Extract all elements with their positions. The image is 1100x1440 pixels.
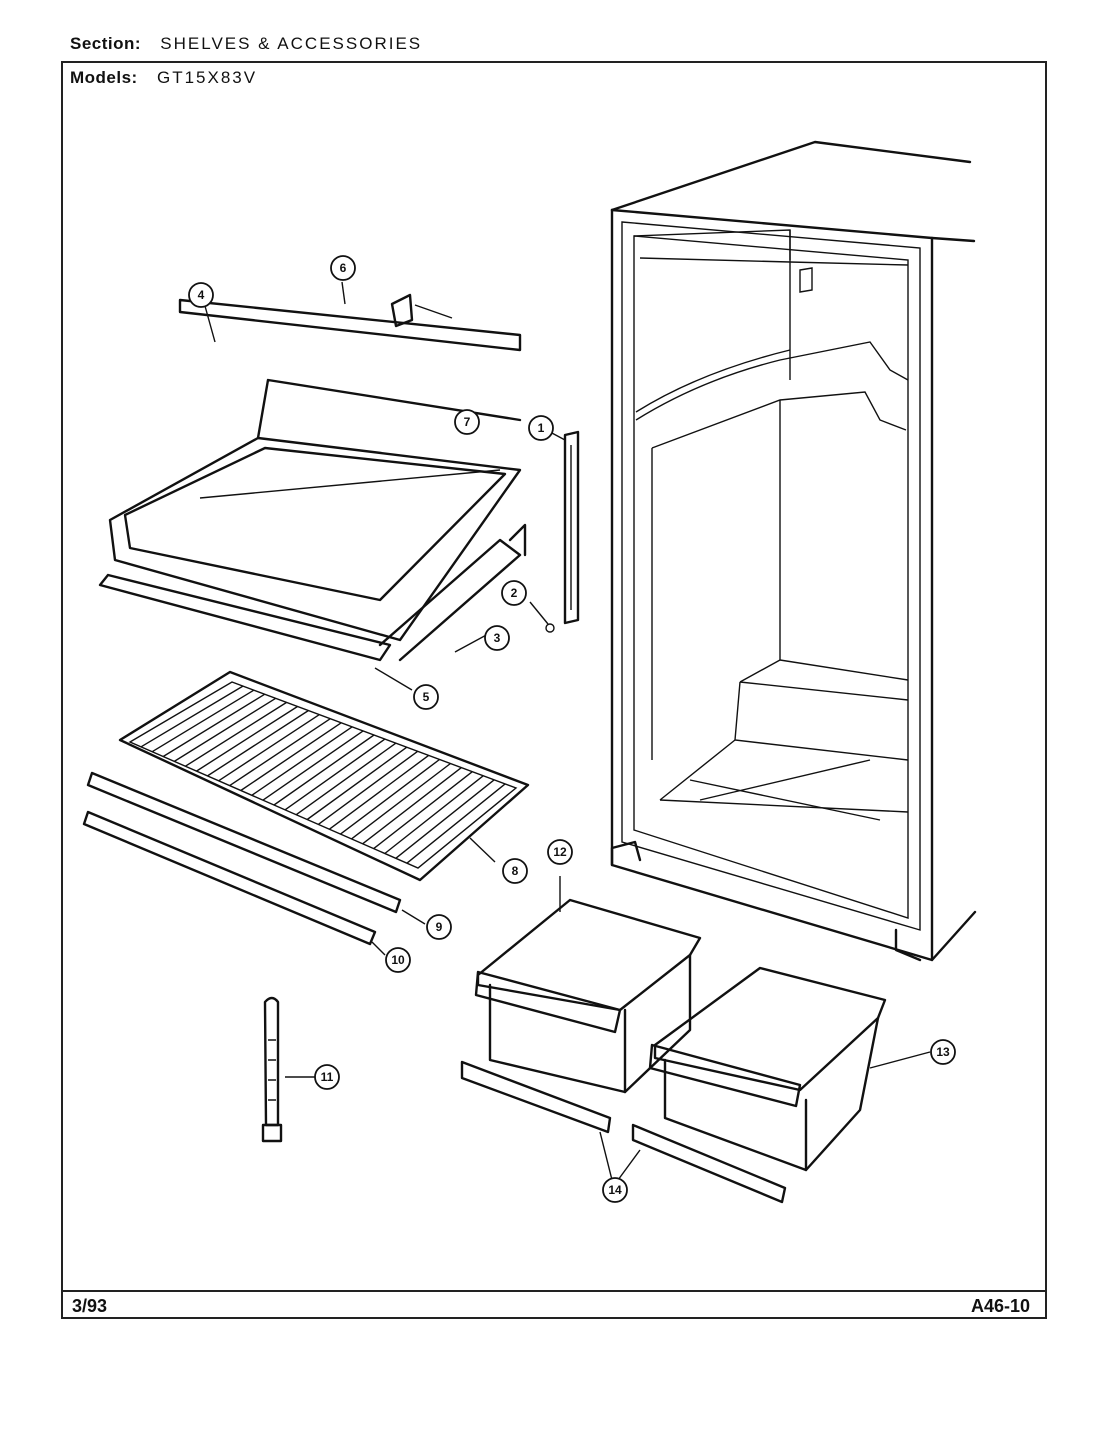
section-title: SHELVES & ACCESSORIES bbox=[160, 34, 423, 53]
wire-shelf bbox=[118, 670, 530, 882]
svg-text:1: 1 bbox=[538, 421, 545, 435]
crisper-pan-upper bbox=[474, 876, 702, 1094]
shelf-trim-strips bbox=[82, 771, 426, 956]
callout-9: 9 bbox=[426, 914, 452, 940]
screw bbox=[529, 601, 555, 633]
svg-text:5: 5 bbox=[423, 690, 430, 704]
diagram-frame bbox=[61, 61, 1047, 1319]
page-code: A46-10 bbox=[970, 1296, 1030, 1316]
callout-3: 3 bbox=[484, 625, 510, 651]
svg-text:12: 12 bbox=[553, 845, 567, 859]
svg-text:11: 11 bbox=[321, 1070, 334, 1084]
footer-divider bbox=[61, 1290, 1047, 1292]
glass-shelf-assembly bbox=[98, 281, 527, 691]
shelf-support-rail bbox=[549, 430, 580, 625]
callout-13: 13 bbox=[930, 1039, 956, 1065]
refrigerator-cabinet bbox=[610, 140, 977, 962]
svg-text:9: 9 bbox=[436, 920, 443, 934]
svg-text:4: 4 bbox=[198, 288, 205, 302]
callout-8: 8 bbox=[502, 858, 528, 884]
callout-2: 2 bbox=[501, 580, 527, 606]
svg-text:6: 6 bbox=[340, 261, 347, 275]
callout-7: 7 bbox=[454, 409, 480, 435]
callout-11: 11 bbox=[314, 1064, 340, 1090]
callout-6: 6 bbox=[330, 255, 356, 281]
callout-12: 12 bbox=[547, 839, 573, 865]
callout-5: 5 bbox=[413, 684, 439, 710]
thermometer bbox=[261, 996, 315, 1143]
callout-1: 1 bbox=[528, 415, 554, 441]
callout-14: 14 bbox=[602, 1177, 628, 1203]
models-header: Models: GT15X83V bbox=[70, 68, 257, 88]
svg-text:2: 2 bbox=[511, 586, 518, 600]
revision-date: 3/93 bbox=[72, 1296, 108, 1316]
models-label: Models: bbox=[70, 68, 138, 87]
section-label: Section: bbox=[70, 34, 142, 53]
model-number: GT15X83V bbox=[156, 68, 258, 87]
svg-text:14: 14 bbox=[608, 1183, 622, 1197]
callout-10: 10 bbox=[385, 947, 411, 973]
svg-text:8: 8 bbox=[512, 864, 519, 878]
svg-text:3: 3 bbox=[494, 631, 501, 645]
svg-text:13: 13 bbox=[936, 1045, 950, 1059]
svg-text:7: 7 bbox=[464, 415, 471, 429]
svg-text:10: 10 bbox=[391, 953, 405, 967]
callout-4: 4 bbox=[188, 282, 214, 308]
crisper-pan-lower bbox=[648, 966, 931, 1172]
crisper-rails bbox=[460, 1060, 787, 1204]
section-header: Section: SHELVES & ACCESSORIES bbox=[70, 34, 422, 54]
